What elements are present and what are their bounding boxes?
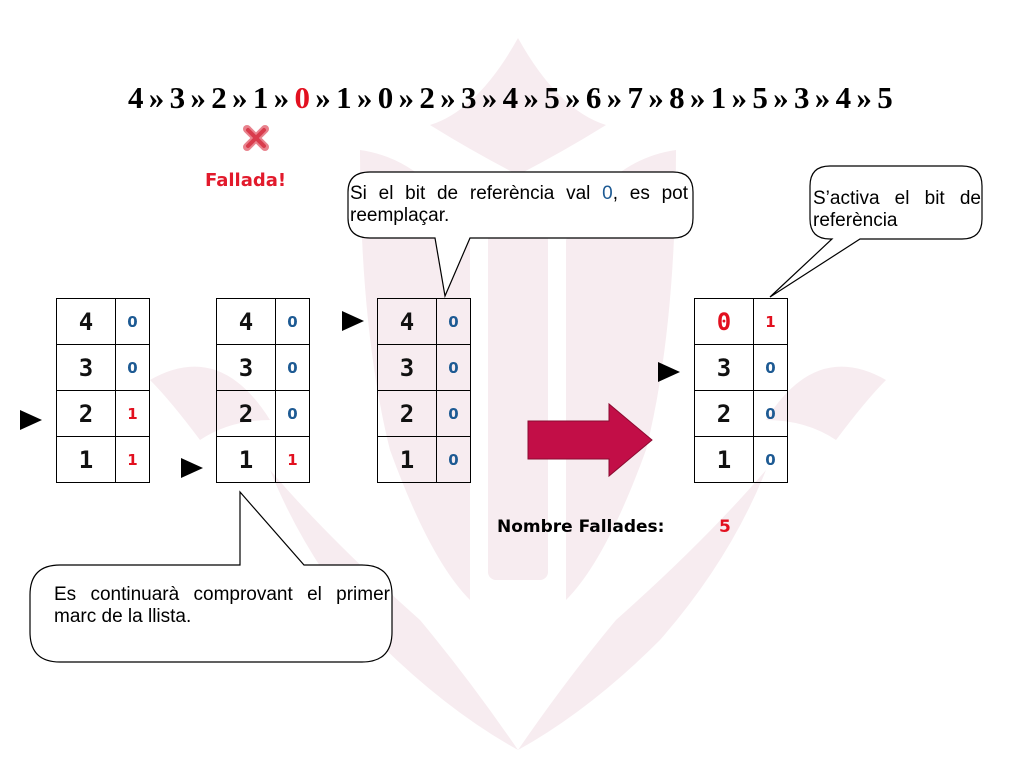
reference-item: 3 [169, 80, 186, 115]
reference-item: 4 [127, 80, 144, 115]
fault-count-label: Nombre Fallades: [497, 517, 665, 537]
reference-bit: 0 [275, 390, 310, 437]
reference-string: 4»3»2»1»0»1»0»2»3»4»5»6»7»8»1»5»3»4»5 [0, 80, 1021, 116]
reference-bit: 0 [436, 436, 471, 483]
callout-replace-text: Si el bit de referència val 0, es pot re… [350, 183, 688, 227]
reference-bit: 0 [753, 390, 788, 437]
reference-bit: 0 [275, 298, 310, 345]
reference-separator: » [148, 80, 165, 115]
reference-item: 4 [502, 80, 519, 115]
frame-page: 3 [216, 344, 276, 391]
reference-item: 6 [585, 80, 602, 115]
reference-item: 8 [669, 80, 685, 115]
callout-replace-value: 0 [602, 183, 613, 204]
callout-continue-text: Es continuarà comprovant el primer marc … [54, 584, 390, 627]
reference-separator: » [273, 80, 290, 115]
reference-item: 1 [336, 80, 352, 115]
callout-bubble-activate [769, 165, 983, 298]
callout-bubble-replace [347, 171, 694, 299]
reference-separator: » [648, 80, 665, 115]
callout-replace-before: Si el bit de referència val [350, 183, 603, 204]
reference-separator: » [773, 80, 789, 115]
reference-item: 5 [544, 80, 561, 115]
reference-item: 1 [252, 80, 269, 115]
reference-item: 3 [460, 80, 477, 115]
reference-separator: » [356, 80, 373, 115]
reference-separator: » [731, 80, 748, 115]
reference-separator: » [814, 80, 831, 115]
callout-activate-text: S’activa el bit de referència [813, 188, 981, 231]
callout-bubble-continue [29, 490, 393, 663]
reference-bit: 0 [436, 344, 471, 391]
reference-bit: 0 [115, 298, 150, 345]
reference-separator: » [565, 80, 581, 115]
reference-separator: » [856, 80, 873, 115]
pointer-table-4 [658, 362, 680, 382]
reference-separator: » [523, 80, 540, 115]
reference-separator: » [481, 80, 498, 115]
fault-label: Fallada! [205, 170, 287, 191]
reference-item: 5 [877, 80, 894, 115]
frame-page: 1 [216, 436, 276, 483]
reference-bit: 1 [115, 436, 150, 483]
callout-replace-after: , es pot reemplaçar. [350, 183, 688, 226]
pointer-table-2 [181, 458, 203, 478]
reference-bit: 1 [753, 298, 788, 345]
reference-item: 2 [211, 80, 228, 115]
reference-separator: » [606, 80, 623, 115]
frame-page: 1 [694, 436, 754, 483]
reference-bit: 1 [275, 436, 310, 483]
reference-item: 3 [793, 80, 810, 115]
fault-count-value: 5 [719, 517, 731, 537]
transition-arrow-icon [527, 402, 653, 478]
reference-separator: » [398, 80, 415, 115]
reference-item: 0 [377, 80, 394, 115]
frame-page: 1 [377, 436, 437, 483]
reference-separator: » [440, 80, 456, 115]
reference-bit: 0 [753, 344, 788, 391]
pointer-table-3 [342, 311, 364, 331]
reference-item: 7 [627, 80, 644, 115]
reference-separator: » [190, 80, 207, 115]
fault-cross-icon [243, 125, 269, 151]
reference-item: 0 [294, 80, 311, 115]
reference-item: 5 [752, 80, 769, 115]
frame-page: 3 [377, 344, 437, 391]
reference-separator: » [232, 80, 248, 115]
reference-separator: » [689, 80, 706, 115]
reference-item: 4 [835, 80, 852, 115]
pointer-table-1 [20, 410, 42, 430]
reference-bit: 0 [753, 436, 788, 483]
frame-page: 2 [377, 390, 437, 437]
reference-bit: 0 [275, 344, 310, 391]
reference-item: 2 [419, 80, 436, 115]
reference-bit: 0 [436, 390, 471, 437]
reference-separator: » [315, 80, 332, 115]
reference-item: 1 [710, 80, 727, 115]
